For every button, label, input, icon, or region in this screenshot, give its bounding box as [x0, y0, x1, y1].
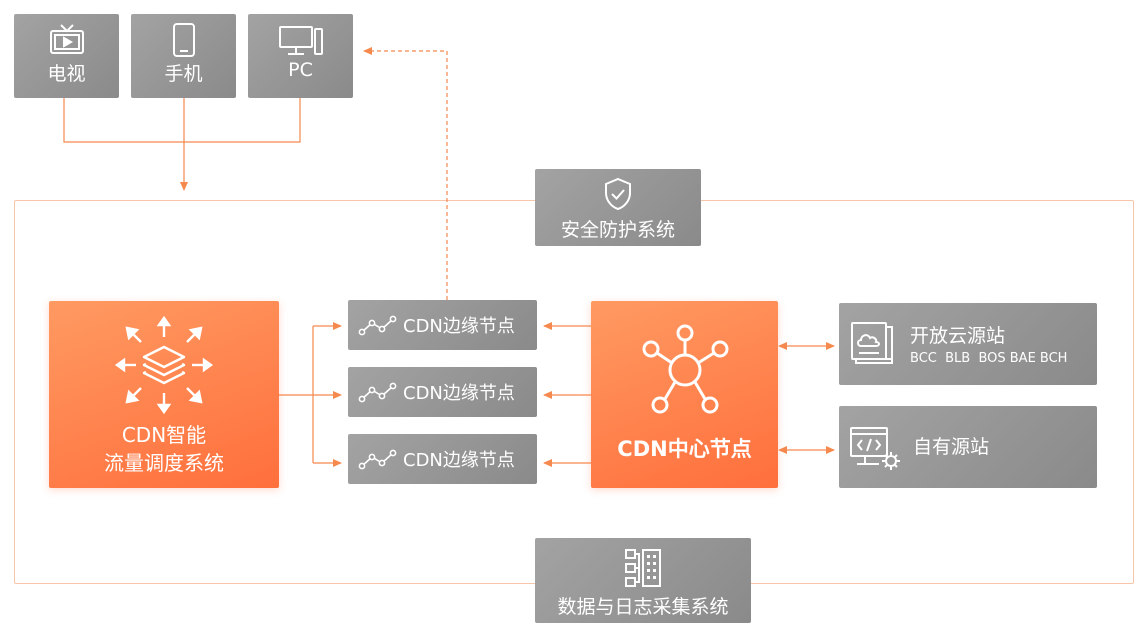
edge-node-3: CDN边缘节点: [348, 434, 537, 484]
phone-icon: [172, 23, 195, 57]
network-line-icon: [358, 449, 397, 470]
center-node-label: CDN中心节点: [617, 437, 752, 461]
own-origin-title: 自有源站: [913, 436, 990, 458]
smart-dispatch-title-line1: CDN智能: [121, 423, 207, 447]
own-origin-box: 自有源站: [839, 406, 1097, 488]
smart-dispatch-box: CDN智能 流量调度系统: [49, 301, 279, 488]
center-node-box: CDN中心节点: [591, 301, 778, 488]
pc-icon: [278, 26, 323, 55]
tv-icon: [49, 24, 84, 54]
device-tv-label: 电视: [47, 63, 86, 85]
device-pc-label: PC: [288, 59, 313, 81]
device-pc: PC: [248, 14, 353, 98]
edge-node-2-label: CDN边缘节点: [403, 383, 515, 404]
layers-expand-icon: [114, 315, 214, 415]
data-log-system-label: 数据与日志采集系统: [557, 596, 729, 618]
device-tv: 电视: [14, 14, 119, 98]
dispatch-trunk-line: [279, 326, 314, 463]
network-line-icon: [358, 382, 397, 403]
data-log-icon: [625, 549, 661, 587]
shield-icon: [605, 177, 631, 211]
smart-dispatch-title-line2: 流量调度系统: [104, 451, 224, 475]
edge-node-1-label: CDN边缘节点: [403, 316, 515, 337]
device-phone-label: 手机: [164, 63, 203, 85]
edge-node-1: CDN边缘节点: [348, 300, 537, 350]
security-system-box: 安全防护系统: [535, 169, 701, 246]
device-phone: 手机: [131, 14, 236, 98]
hub-icon: [642, 324, 728, 414]
cloud-server-icon: [851, 322, 893, 364]
data-log-system-box: 数据与日志采集系统: [535, 538, 751, 623]
devices-merge-line: [63, 98, 301, 143]
code-gear-icon: [850, 427, 900, 470]
open-cloud-title: 开放云源站: [910, 325, 1006, 347]
edge-to-pc-dashed-arrow: [363, 47, 448, 300]
open-cloud-origin-box: 开放云源站 BCC BLB BOS BAE BCH: [839, 303, 1097, 385]
network-line-icon: [358, 315, 397, 336]
open-cloud-services: BCC BLB BOS BAE BCH: [910, 351, 1068, 366]
security-system-label: 安全防护系统: [560, 219, 675, 241]
edge-node-3-label: CDN边缘节点: [403, 450, 515, 471]
edge-node-2: CDN边缘节点: [348, 367, 537, 417]
